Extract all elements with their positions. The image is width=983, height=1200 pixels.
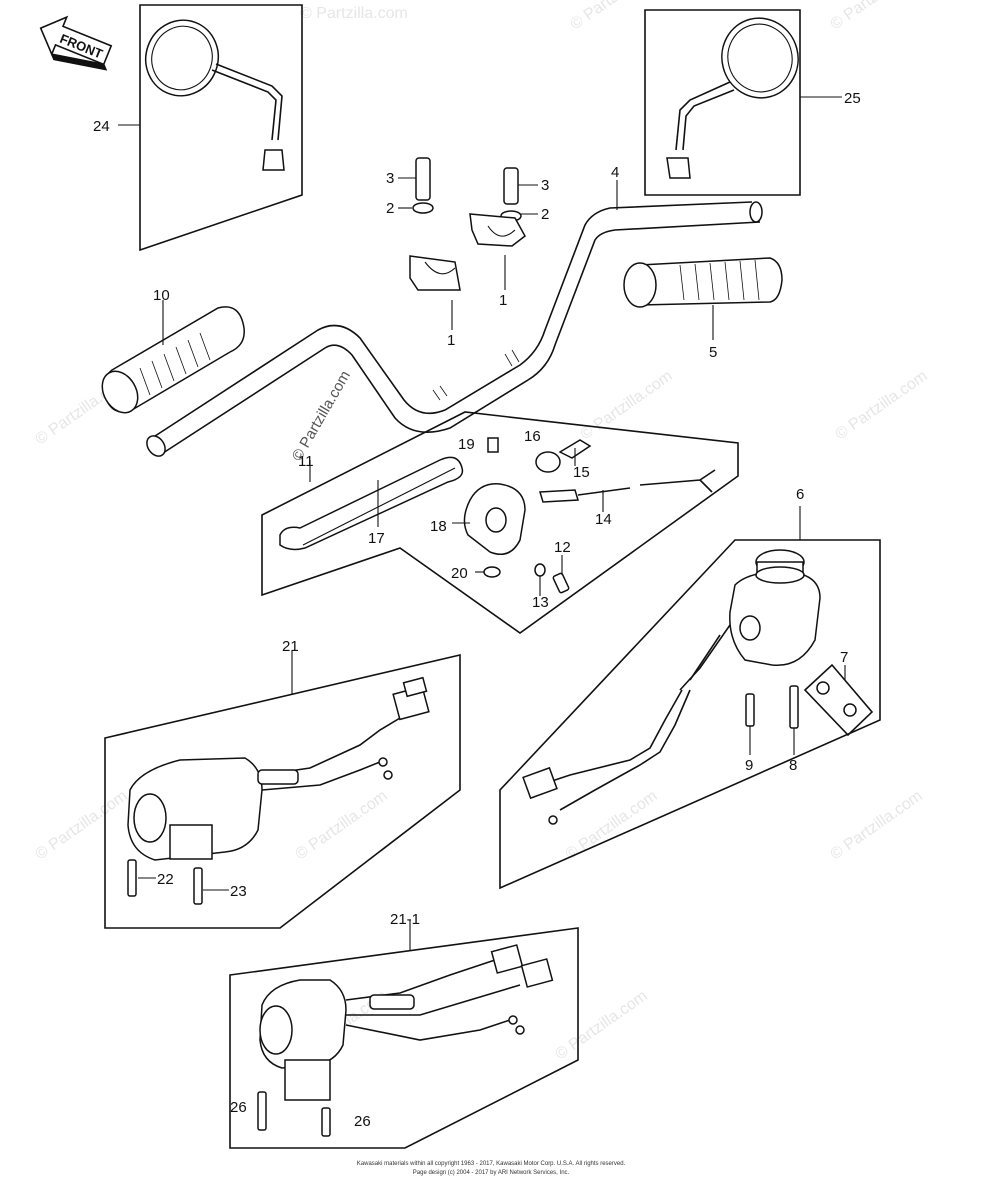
- callout-18: 18: [430, 518, 447, 535]
- callout-22: 22: [157, 871, 174, 888]
- callout-11: 11: [298, 453, 314, 470]
- switch-housing-left-alt[interactable]: [229, 920, 579, 1149]
- switch-housing-left[interactable]: [104, 650, 461, 929]
- callout-2: 2: [386, 200, 394, 217]
- callout-12: 12: [554, 539, 571, 556]
- callout-26: 26: [230, 1099, 247, 1116]
- grip-left[interactable]: [95, 300, 245, 419]
- callout-16: 16: [524, 428, 541, 445]
- callout-9: 9: [745, 757, 753, 774]
- watermark: © Partzilla.com: [578, 368, 676, 444]
- watermark: © Partzilla.com: [553, 988, 651, 1064]
- watermark: © Partzilla.com: [828, 788, 926, 864]
- callout-25: 25: [844, 90, 861, 107]
- footer-copyright: Kawasaki materials within all copyright …: [357, 1161, 626, 1167]
- mirror-left[interactable]: [118, 4, 303, 252]
- callout-14: 14: [595, 511, 612, 528]
- callout-20: 20: [451, 565, 468, 582]
- holder-left[interactable]: [398, 157, 461, 330]
- watermark: © Partzilla.com: [828, 0, 926, 33]
- watermark: © Partzilla.com: [563, 788, 661, 864]
- callout-26: 26: [354, 1113, 371, 1130]
- front-arrow-icon: FRONT: [39, 15, 113, 71]
- mirror-right[interactable]: [644, 9, 842, 196]
- callout-1: 1: [499, 292, 507, 309]
- callout-7: 7: [840, 649, 848, 666]
- watermark: © Partzilla.com: [833, 368, 931, 444]
- callout-19: 19: [458, 436, 475, 453]
- grip-knurl: [139, 332, 211, 396]
- callout-15: 15: [573, 464, 590, 481]
- callout-21: 21: [282, 638, 299, 655]
- switch-housing-right[interactable]: [499, 506, 881, 890]
- footer-page-design: Page design (c) 2004 - 2017 by ARI Netwo…: [413, 1170, 570, 1176]
- watermark: © Partzilla.com: [33, 788, 131, 864]
- callout-3: 3: [386, 170, 394, 187]
- callout-2: 2: [541, 206, 549, 223]
- callout-24: 24: [93, 118, 110, 135]
- callout-21-1: 21-1: [390, 911, 420, 928]
- watermark: © Partzilla.com: [289, 368, 354, 464]
- grip-right[interactable]: [623, 257, 783, 340]
- callout-17: 17: [368, 530, 385, 547]
- callout-5: 5: [709, 344, 717, 361]
- callout-3: 3: [541, 177, 549, 194]
- clutch-lever-assembly[interactable]: [261, 411, 739, 634]
- callout-1: 1: [447, 332, 455, 349]
- grip-knurl: [679, 259, 760, 301]
- callout-labels: 1 1 2 2 3 3 4 5 6 7 8 9 10 11 12 13 14 1…: [93, 90, 861, 1130]
- footer: Kawasaki materials within all copyright …: [357, 1161, 626, 1176]
- callout-8: 8: [789, 757, 797, 774]
- callout-10: 10: [153, 287, 170, 304]
- callout-4: 4: [611, 164, 619, 181]
- holder-right[interactable]: [469, 167, 538, 290]
- callout-13: 13: [532, 594, 549, 611]
- watermark: © Partzilla.com: [293, 788, 391, 864]
- callout-23: 23: [230, 883, 247, 900]
- handlebar[interactable]: [143, 180, 763, 460]
- watermark: © Partzilla.com: [568, 0, 666, 33]
- watermark: © Partzilla.com: [300, 5, 408, 22]
- callout-6: 6: [796, 486, 804, 503]
